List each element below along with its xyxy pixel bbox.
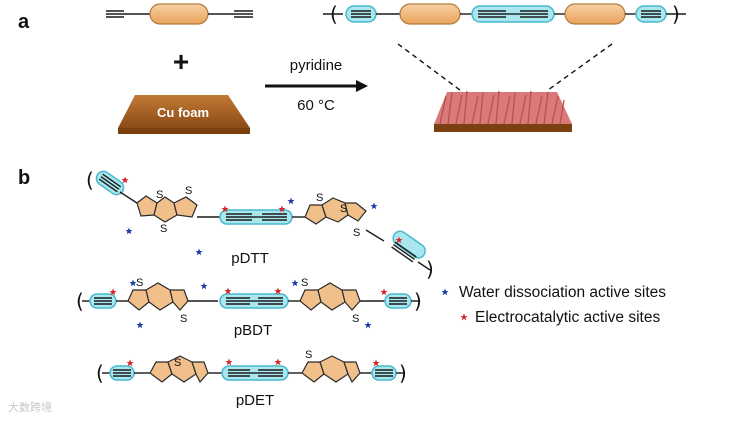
pbdt-atom-s2: S [180, 313, 187, 325]
film-on-foam [434, 90, 572, 132]
legend-water-dissociation: Water dissociation active sites [459, 284, 666, 301]
solvent-label: pyridine [290, 57, 343, 74]
pbdt-atom-s3: S [301, 277, 308, 289]
pdet-atom-s2: S [305, 349, 312, 361]
polymer-chain: ( ) [323, 2, 686, 26]
label-pdtt: pDTT [231, 250, 269, 267]
legend-blue-star [441, 288, 449, 296]
panel-a-label: a [18, 11, 30, 33]
chain-bracket-right: ) [672, 2, 680, 26]
pbdt-atom-s4: S [352, 313, 359, 325]
legend-electrocatalytic: Electrocatalytic active sites [475, 309, 660, 326]
pbdt-bracket-right: ) [414, 289, 422, 313]
structure-pdtt: ( S S S S S S [86, 168, 434, 281]
reaction-arrow [265, 80, 368, 92]
zoom-line-right [547, 43, 613, 91]
pdet-atom-s1: S [174, 357, 181, 369]
legend: Water dissociation active sites Electroc… [441, 284, 666, 326]
pdtt-atom-s4: S [316, 192, 323, 204]
structure-pdet: ( S S ) pDET [96, 349, 407, 409]
pbdt-atom-s1: S [136, 277, 143, 289]
pdtt-atom-s5: S [340, 203, 347, 215]
plus-sign: + [173, 46, 189, 77]
watermark: 大数跨境 [8, 400, 52, 414]
pdet-bracket-left: ( [96, 361, 104, 385]
monomer [106, 3, 253, 25]
cu-foam-label: Cu foam [157, 105, 209, 120]
legend-red-star [460, 313, 468, 321]
label-pdet: pDET [236, 392, 274, 409]
monomer-core [149, 3, 209, 25]
pdtt-atom-s2: S [160, 223, 167, 235]
temperature-label: 60 °C [297, 97, 335, 114]
pdtt-bracket-left: ( [86, 168, 94, 192]
structure-pbdt: ( S S S S ) [76, 277, 422, 339]
pdtt-bracket-right: ) [426, 257, 434, 281]
label-pbdt: pBDT [234, 322, 272, 339]
pdtt-atom-s6: S [353, 227, 360, 239]
pdtt-atom-s1: S [156, 189, 163, 201]
cu-foam-slab: Cu foam [118, 95, 250, 134]
pdtt-atom-s3: S [185, 185, 192, 197]
panel-b-label: b [18, 167, 30, 189]
zoom-line-left [397, 43, 461, 91]
pbdt-bracket-left: ( [76, 289, 84, 313]
pdet-bracket-right: ) [399, 361, 407, 385]
